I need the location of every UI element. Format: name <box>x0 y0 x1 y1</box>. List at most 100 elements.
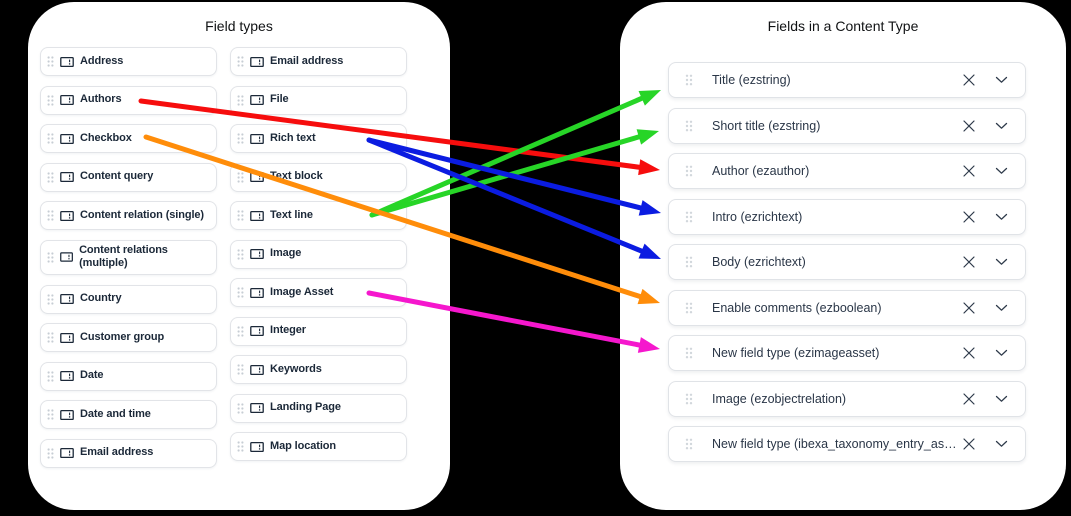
collapse-field-button[interactable] <box>989 296 1013 320</box>
drag-handle-icon[interactable] <box>237 56 244 67</box>
field-type-item[interactable]: Map location <box>230 432 407 461</box>
input-field-icon <box>250 56 264 67</box>
remove-field-button[interactable] <box>957 250 981 274</box>
field-type-item[interactable]: File <box>230 85 407 115</box>
field-type-label: Text line <box>270 208 313 221</box>
collapse-field-button[interactable] <box>989 68 1013 92</box>
chevron-down-icon <box>995 440 1007 447</box>
drag-handle-icon[interactable] <box>47 370 54 382</box>
field-type-item[interactable]: Rich text <box>230 124 407 153</box>
field-type-item[interactable]: Country <box>40 284 217 314</box>
content-type-field-row[interactable]: Enable comments (ezboolean) <box>668 289 1026 326</box>
field-type-item[interactable]: Date and time <box>40 400 217 429</box>
drag-handle-icon[interactable] <box>237 171 244 183</box>
field-type-item[interactable]: Landing Page <box>230 393 407 423</box>
collapse-field-button[interactable] <box>989 159 1013 183</box>
collapse-field-button[interactable] <box>989 114 1013 138</box>
x-close-icon <box>963 256 975 268</box>
drag-handle-icon[interactable] <box>237 325 244 337</box>
drag-handle-icon[interactable] <box>237 210 244 221</box>
content-type-field-row[interactable]: Intro (ezrichtext) <box>668 198 1026 235</box>
collapse-field-button[interactable] <box>989 387 1013 411</box>
x-close-icon <box>963 301 975 314</box>
field-type-item[interactable]: Keywords <box>230 355 407 384</box>
input-field-icon <box>60 94 74 106</box>
field-type-item[interactable]: Date <box>40 361 217 391</box>
drag-handle-icon[interactable] <box>685 393 693 405</box>
content-type-field-row[interactable]: Author (ezauthor) <box>668 153 1026 189</box>
remove-field-button[interactable] <box>957 296 981 320</box>
drag-handle-icon[interactable] <box>47 447 54 459</box>
content-type-field-row[interactable]: Body (ezrichtext) <box>668 244 1026 280</box>
drag-handle-icon[interactable] <box>237 133 244 144</box>
drag-handle-icon[interactable] <box>685 438 693 450</box>
field-types-column-1: Address Authors <box>40 47 217 468</box>
drag-handle-icon[interactable] <box>237 441 244 452</box>
content-type-field-row[interactable]: Short title (ezstring) <box>668 107 1026 144</box>
content-type-field-list: Title (ezstring) Short title (ezstring) <box>668 62 1026 462</box>
drag-handle-icon[interactable] <box>47 252 54 263</box>
field-type-item[interactable]: Email address <box>230 47 407 76</box>
field-type-item[interactable]: Checkbox <box>40 124 217 153</box>
drag-handle-icon[interactable] <box>47 293 54 305</box>
x-close-icon <box>963 165 975 177</box>
field-type-label: Authors <box>80 93 122 106</box>
drag-handle-icon[interactable] <box>47 133 54 144</box>
field-type-item[interactable]: Authors <box>40 85 217 115</box>
drag-handle-icon[interactable] <box>237 287 244 298</box>
drag-handle-icon[interactable] <box>685 211 693 223</box>
field-type-item[interactable]: Email address <box>40 438 217 468</box>
field-type-label: Content query <box>80 170 154 183</box>
field-type-item[interactable]: Image Asset <box>230 278 407 307</box>
field-type-item[interactable]: Text line <box>230 201 407 230</box>
collapse-field-button[interactable] <box>989 341 1013 365</box>
drag-handle-icon[interactable] <box>685 302 693 314</box>
remove-field-button[interactable] <box>957 387 981 411</box>
drag-handle-icon[interactable] <box>237 364 244 375</box>
field-type-item[interactable]: Content relations (multiple) <box>40 239 217 275</box>
collapse-field-button[interactable] <box>989 250 1013 274</box>
collapse-field-button[interactable] <box>989 432 1013 456</box>
field-type-item[interactable]: Integer <box>230 316 407 346</box>
remove-field-button[interactable] <box>957 114 981 138</box>
drag-handle-icon[interactable] <box>47 171 54 183</box>
input-field-icon <box>60 293 74 305</box>
content-type-field-row[interactable]: Title (ezstring) <box>668 62 1026 98</box>
field-type-item[interactable]: Content query <box>40 162 217 192</box>
drag-handle-icon[interactable] <box>685 165 693 177</box>
remove-field-button[interactable] <box>957 68 981 92</box>
drag-handle-icon[interactable] <box>685 256 693 268</box>
x-close-icon <box>963 392 975 405</box>
input-field-icon <box>250 133 264 144</box>
remove-field-button[interactable] <box>957 205 981 229</box>
drag-handle-icon[interactable] <box>47 94 54 106</box>
remove-field-button[interactable] <box>957 159 981 183</box>
content-type-fields-panel: Fields in a Content Type Title (ezstring… <box>620 2 1066 510</box>
input-field-icon <box>250 325 264 337</box>
content-type-field-row[interactable]: New field type (ibexa_taxonomy_entry_ass… <box>668 426 1026 462</box>
drag-handle-icon[interactable] <box>685 74 693 86</box>
field-type-label: Content relation (single) <box>80 208 205 221</box>
drag-handle-icon[interactable] <box>237 94 244 106</box>
collapse-field-button[interactable] <box>989 205 1013 229</box>
remove-field-button[interactable] <box>957 341 981 365</box>
drag-handle-icon[interactable] <box>237 248 244 260</box>
field-type-item[interactable]: Text block <box>230 162 407 192</box>
drag-handle-icon[interactable] <box>47 210 54 221</box>
field-type-item[interactable]: Customer group <box>40 323 217 352</box>
field-type-item[interactable]: Image <box>230 239 407 269</box>
field-type-item[interactable]: Content relation (single) <box>40 201 217 230</box>
drag-handle-icon[interactable] <box>47 409 54 420</box>
content-type-field-row[interactable]: Image (ezobjectrelation) <box>668 380 1026 417</box>
content-type-field-row[interactable]: New field type (ezimageasset) <box>668 335 1026 371</box>
field-type-label: Map location <box>270 439 337 452</box>
remove-field-button[interactable] <box>957 432 981 456</box>
drag-handle-icon[interactable] <box>685 120 693 132</box>
drag-handle-icon[interactable] <box>47 56 54 67</box>
field-type-item[interactable]: Address <box>40 47 217 76</box>
drag-handle-icon[interactable] <box>47 332 54 343</box>
drag-handle-icon[interactable] <box>237 402 244 414</box>
drag-handle-icon[interactable] <box>685 347 693 359</box>
chevron-down-icon <box>995 395 1007 402</box>
